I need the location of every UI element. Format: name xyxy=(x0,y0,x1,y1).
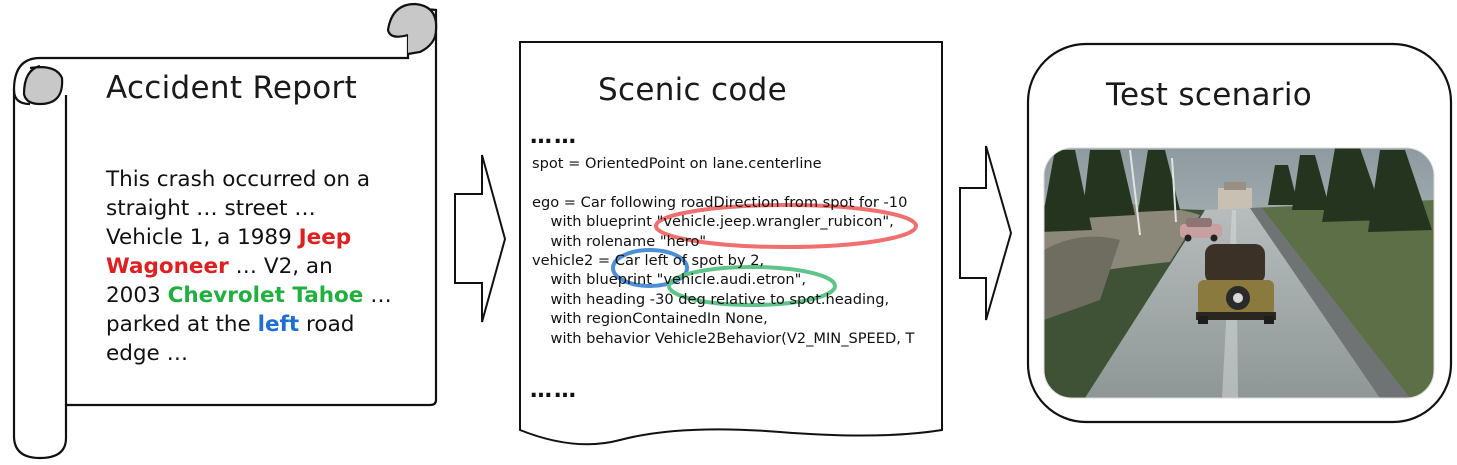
report-text-segment: … V2, an xyxy=(228,254,333,279)
report-line: straight … street … xyxy=(106,194,392,223)
report-line: Vehicle 1, a 1989 Jeep xyxy=(106,223,392,252)
report-highlight-blue: left xyxy=(257,312,300,337)
report-text-segment: … xyxy=(363,283,392,308)
scroll-shape xyxy=(12,2,438,460)
report-text: This crash occurred on a straight … stree… xyxy=(106,165,392,368)
code-line: with rolename "hero" xyxy=(532,232,707,250)
code-line: ego = Car following roadDirection from s… xyxy=(532,193,908,211)
report-text-segment: parked at the xyxy=(106,312,258,337)
report-line: parked at the left road xyxy=(106,310,392,339)
report-text-segment: 2003 xyxy=(106,283,168,308)
code-line xyxy=(532,173,914,192)
highlight-audi-blueprint xyxy=(667,265,837,307)
code-line: with blueprint "vehicle.jeep.wrangler_ru… xyxy=(532,213,894,231)
code-line: with heading -30 deg relative to spot.he… xyxy=(532,290,890,308)
vehicle2-car xyxy=(1180,218,1222,242)
highlight-left-of xyxy=(611,248,689,288)
report-line: 2003 Chevrolet Tahoe … xyxy=(106,281,392,310)
ego-jeep xyxy=(1196,244,1276,324)
scenario-render xyxy=(1044,148,1434,398)
report-text-segment: straight … street … xyxy=(106,196,316,221)
highlight-jeep-blueprint xyxy=(654,203,918,249)
arrow-code-to-scenario xyxy=(959,145,1013,321)
report-text-segment: This crash occurred on a xyxy=(106,167,371,192)
code-line: with behavior Vehicle2Behavior(V2_MIN_SP… xyxy=(532,329,915,347)
report-line: edge … xyxy=(106,339,392,368)
report-title: Accident Report xyxy=(106,70,358,106)
report-line: This crash occurred on a xyxy=(106,165,392,194)
report-text-segment: road xyxy=(299,312,355,337)
report-line: Wagoneer … V2, an xyxy=(106,252,392,281)
code-block: spot = OrientedPoint on lane.centerline … xyxy=(532,154,914,348)
report-text-segment: edge … xyxy=(106,341,189,366)
code-line: spot = OrientedPoint on lane.centerline xyxy=(532,155,822,172)
report-text-segment: Vehicle 1, a 1989 xyxy=(106,225,299,250)
code-line: with regionContainedIn None, xyxy=(532,310,768,328)
report-highlight-green: Chevrolet Tahoe xyxy=(167,283,364,308)
report-highlight-red: Wagoneer xyxy=(106,254,229,279)
arrow-report-to-code xyxy=(454,154,507,323)
code-ellipsis-bottom: …… xyxy=(530,378,578,403)
code-ellipsis-top: …… xyxy=(530,124,578,149)
code-line: with blueprint "vehicle.audi.etron", xyxy=(532,271,807,289)
report-highlight-red: Jeep xyxy=(298,225,352,250)
scenario-title: Test scenario xyxy=(1106,77,1313,113)
code-title: Scenic code xyxy=(598,72,788,108)
code-line: vehicle2 = Car left of spot by 2, xyxy=(532,252,765,270)
